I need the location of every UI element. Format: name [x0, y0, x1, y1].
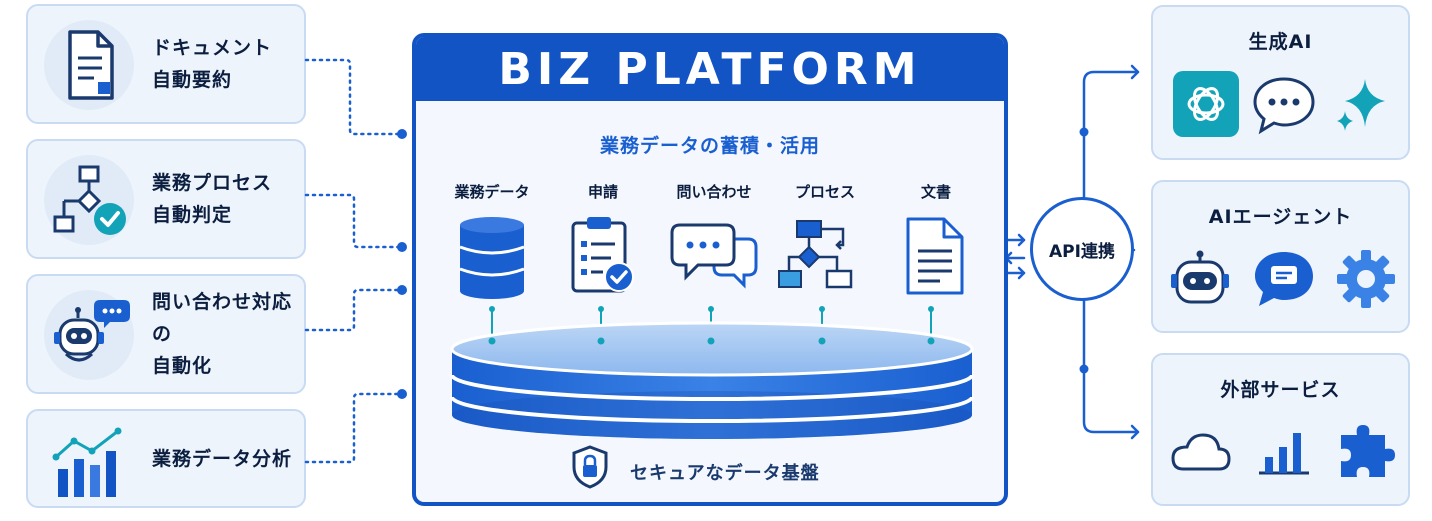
left-card-label-line2: 自動要約 — [152, 69, 233, 91]
category-label-business-data: 業務データ — [454, 183, 530, 201]
left-card-label-line2: 自動判定 — [152, 204, 233, 226]
secure-data-foundation-label: セキュアなデータ基盤 — [630, 463, 820, 484]
left-card-label: 業務プロセス 自動判定 — [152, 141, 272, 257]
bar-chart-icon — [1259, 433, 1309, 475]
category-label-inquiry: 問い合わせ — [676, 183, 752, 201]
category-label-process: プロセス — [794, 183, 855, 201]
right-card-title: AIエージェント — [1208, 206, 1353, 228]
left-card-label: ドキュメント 自動要約 — [152, 6, 272, 122]
process-flow-icon — [778, 220, 853, 289]
right-card-title: 生成AI — [1248, 31, 1313, 53]
left-card-label-line1: 業務プロセス — [152, 172, 273, 194]
left-card-label-line1: 業務データ分析 — [152, 447, 293, 470]
data-platform-disc — [450, 306, 974, 439]
flowchart-check-icon — [53, 165, 126, 235]
left-card-label-line2: 自動化 — [152, 355, 213, 377]
left-card-document-summary: ドキュメント 自動要約 — [26, 4, 306, 124]
right-card-title: 外部サービス — [1220, 379, 1341, 401]
biz-platform-panel: BIZ PLATFORM 業務データの蓄積・活用 業務データ 申請 問い合わせ … — [412, 33, 1008, 506]
left-card-inquiry-automation: 問い合わせ対応の 自動化 — [26, 274, 306, 394]
shield-lock-icon — [572, 445, 608, 489]
robot-icon — [1171, 250, 1229, 304]
left-card-data-analysis: 業務データ分析 — [26, 409, 306, 508]
chat-bubbles-icon — [670, 223, 758, 289]
left-card-label-line1: 問い合わせ対応の — [152, 291, 293, 345]
api-integration-hub: API連携 — [1030, 197, 1134, 301]
left-card-label-line1: ドキュメント — [152, 37, 273, 59]
category-label-application: 申請 — [587, 183, 618, 201]
left-card-process-judgement: 業務プロセス 自動判定 — [26, 139, 306, 259]
openai-logo-icon — [1173, 71, 1239, 137]
document-icon — [68, 30, 114, 100]
platform-title: BIZ PLATFORM — [416, 37, 1004, 101]
left-card-label: 業務データ分析 — [152, 411, 292, 506]
message-icon — [1255, 252, 1313, 306]
clipboard-check-icon — [571, 217, 634, 293]
left-card-label: 問い合わせ対応の 自動化 — [152, 276, 304, 392]
chat-dots-icon — [1253, 77, 1315, 135]
right-card-generative-ai: 生成AI — [1151, 5, 1410, 160]
puzzle-icon — [1341, 425, 1395, 477]
file-icon — [906, 217, 964, 295]
gear-icon — [1337, 250, 1395, 308]
platform-subtitle: 業務データの蓄積・活用 — [599, 135, 820, 157]
bar-chart-icon — [52, 427, 122, 497]
category-label-document: 文書 — [920, 183, 951, 201]
sparkle-icon — [1337, 79, 1385, 131]
api-label: API連携 — [1049, 241, 1115, 262]
right-card-ai-agent: AIエージェント — [1151, 180, 1410, 333]
database-icon — [459, 217, 525, 299]
cloud-icon — [1171, 433, 1231, 471]
right-card-external-services: 外部サービス — [1151, 353, 1410, 506]
chatbot-icon — [54, 300, 130, 362]
